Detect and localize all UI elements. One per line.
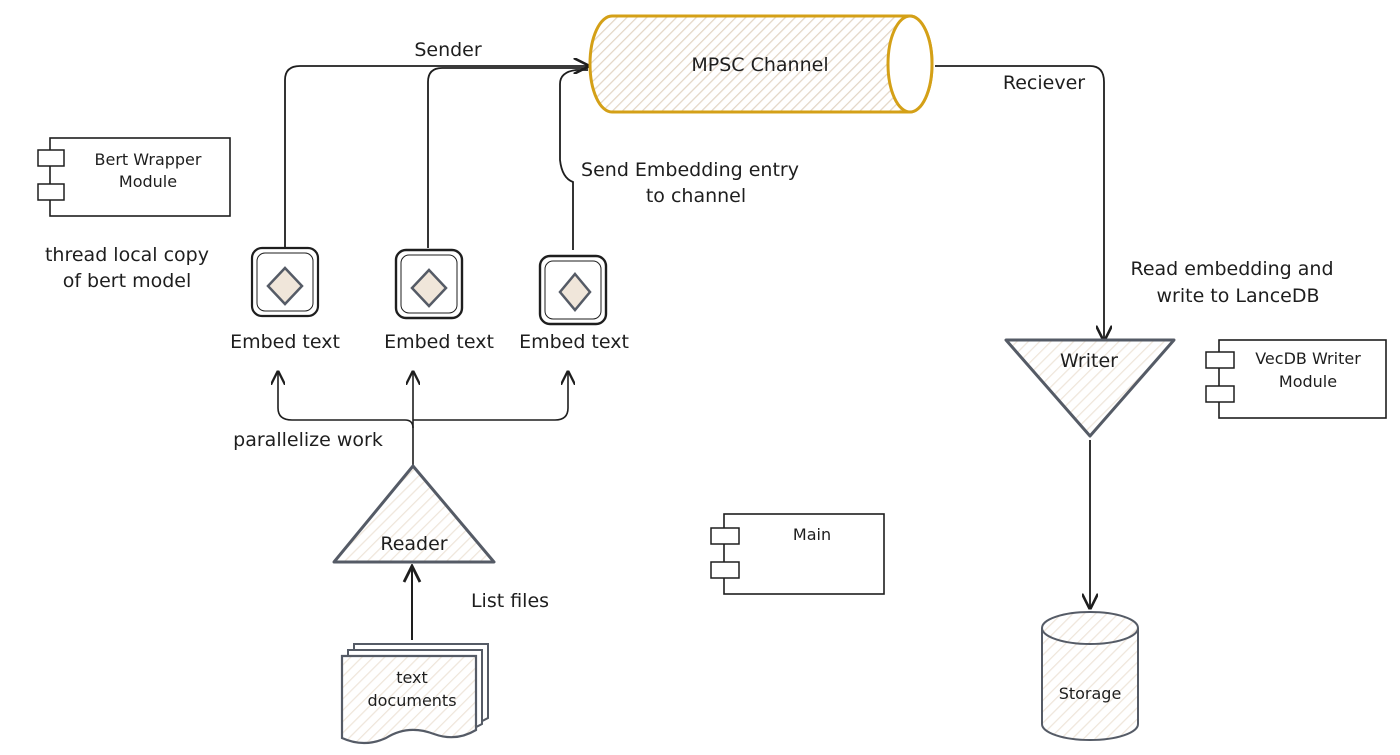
send-entry-label-line2: to channel (646, 185, 746, 207)
main-module[interactable]: Main (710, 513, 885, 595)
thread-local-label-line2: of bert model (63, 270, 192, 292)
uml-component-icon (1205, 351, 1235, 403)
bert-module-label-line2: Module (119, 172, 177, 191)
uml-component-icon (710, 527, 740, 579)
uml-component-icon (37, 149, 65, 201)
vecdb-writer-module[interactable]: VecDB Writer Module (1205, 339, 1387, 419)
writer-node[interactable]: Writer (1004, 338, 1176, 438)
diamond-process-icon (558, 272, 592, 312)
main-module-label: Main (793, 525, 831, 544)
embed-text-label-2: Embed text (384, 331, 494, 353)
list-files-label: List files (471, 590, 549, 612)
channel-label: MPSC Channel (691, 54, 828, 76)
reader-node[interactable]: Reader (332, 464, 496, 564)
read-write-label-line2: write to LanceDB (1157, 285, 1320, 307)
receiver-connector (935, 65, 1104, 340)
embed-text-label-1: Embed text (230, 331, 340, 353)
sender-label: Sender (414, 39, 482, 61)
diamond-process-icon (266, 266, 304, 306)
writer-label: Writer (1060, 350, 1118, 372)
embed-worker-1[interactable]: Embed text (230, 246, 340, 353)
storage-label: Storage (1059, 684, 1122, 703)
bert-wrapper-module[interactable]: Bert Wrapper Module (37, 137, 231, 217)
embed-worker-2[interactable]: Embed text (384, 248, 494, 353)
embed-text-label-3: Embed text (519, 331, 629, 353)
receiver-label: Reciever (1003, 72, 1085, 94)
send-entry-label-line1: Send Embedding entry (581, 159, 799, 181)
vecdb-module-label-line1: VecDB Writer (1255, 349, 1361, 368)
parallelize-label: parallelize work (233, 429, 383, 451)
vecdb-module-label-line2: Module (1279, 372, 1337, 391)
text-documents-label-line2: documents (367, 691, 456, 710)
text-documents[interactable]: text documents (340, 643, 489, 745)
storage-database[interactable]: Storage (1041, 611, 1139, 741)
text-documents-label-line1: text (396, 668, 428, 687)
bert-module-label-line1: Bert Wrapper (95, 150, 202, 169)
mpsc-channel[interactable]: MPSC Channel (588, 14, 934, 114)
sender-connectors (284, 66, 588, 250)
diamond-process-icon (410, 268, 448, 308)
read-write-label-line1: Read embedding and (1130, 258, 1333, 280)
parallelize-connectors (278, 372, 568, 468)
thread-local-label-line1: thread local copy (45, 244, 209, 266)
embed-worker-3[interactable]: Embed text (519, 254, 629, 353)
reader-label: Reader (380, 533, 447, 555)
